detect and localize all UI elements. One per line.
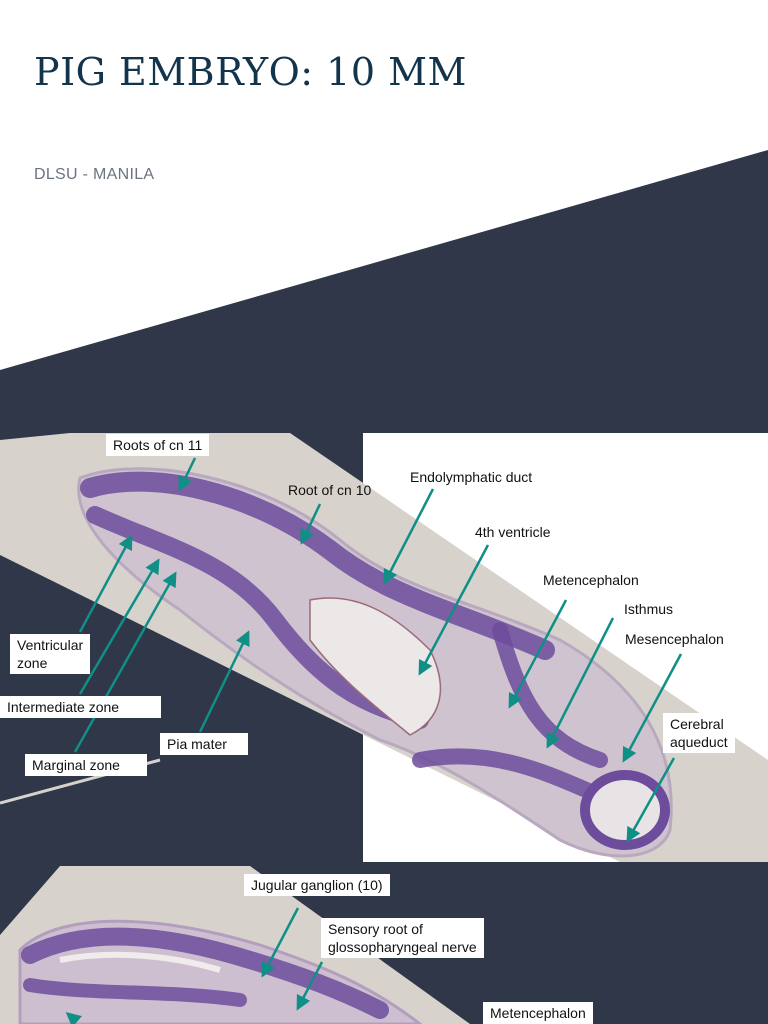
- label-metencephalon: Metencephalon: [536, 569, 646, 591]
- arrow-metencephalon: [508, 599, 568, 709]
- label-ventricular-zone-line1: Ventricular: [17, 637, 84, 653]
- label-cerebral-aqueduct: Cerebral aqueduct: [663, 713, 735, 753]
- arrow-lower-left: [65, 1012, 82, 1024]
- label-jugular-ganglion: Jugular ganglion (10): [244, 874, 390, 896]
- micrograph-2: [0, 866, 470, 1024]
- arrow-4th-ventricle: [418, 544, 490, 676]
- micrograph-1: [0, 433, 768, 862]
- arrow-isthmus: [546, 617, 615, 749]
- label-ventricular-zone-line2: zone: [17, 655, 48, 671]
- label-sensory-root: Sensory root of glossopharyngeal nerve: [321, 918, 484, 958]
- arrow-root-cn10: [300, 503, 322, 545]
- label-sensory-root-line1: Sensory root of: [328, 921, 423, 937]
- label-sensory-root-line2: glossopharyngeal nerve: [328, 939, 477, 955]
- page-subtitle: DLSU - MANILA: [34, 166, 155, 183]
- arrow-jugular-ganglion: [261, 907, 300, 978]
- arrow-marginal-zone: [73, 571, 177, 753]
- label-endolymphatic-duct: Endolymphatic duct: [403, 466, 540, 488]
- label-isthmus: Isthmus: [617, 598, 681, 620]
- arrow-ventricular-zone: [78, 534, 133, 633]
- arrow-cerebral-aqueduct: [626, 757, 676, 843]
- arrow-sensory-root: [296, 961, 324, 1011]
- label-mesencephalon: Mesencephalon: [618, 628, 731, 650]
- label-ventricular-zone: Ventricular zone: [10, 634, 91, 674]
- label-metencephalon-2: Metencephalon: [483, 1002, 593, 1024]
- label-4th-ventricle: 4th ventricle: [468, 521, 558, 543]
- arrow-mesencephalon: [622, 653, 683, 763]
- arrow-endolymphatic-duct: [383, 488, 435, 585]
- label-roots-cn11: Roots of cn 11: [106, 434, 210, 456]
- page-title: PIG EMBRYO: 10 MM: [34, 50, 467, 94]
- label-root-cn10: Root of cn 10: [288, 482, 372, 498]
- label-cerebral-aqueduct-line2: aqueduct: [670, 734, 728, 750]
- arrow-intermediate-zone: [78, 558, 160, 695]
- label-cerebral-aqueduct-line1: Cerebral: [670, 716, 724, 732]
- label-marginal-zone: Marginal zone: [25, 754, 147, 776]
- arrow-roots-cn11: [178, 457, 197, 492]
- label-intermediate-zone: Intermediate zone: [0, 696, 161, 718]
- arrow-pia-mater: [198, 630, 250, 733]
- label-pia-mater: Pia mater: [160, 733, 248, 755]
- pointer-arrows: [65, 457, 683, 1024]
